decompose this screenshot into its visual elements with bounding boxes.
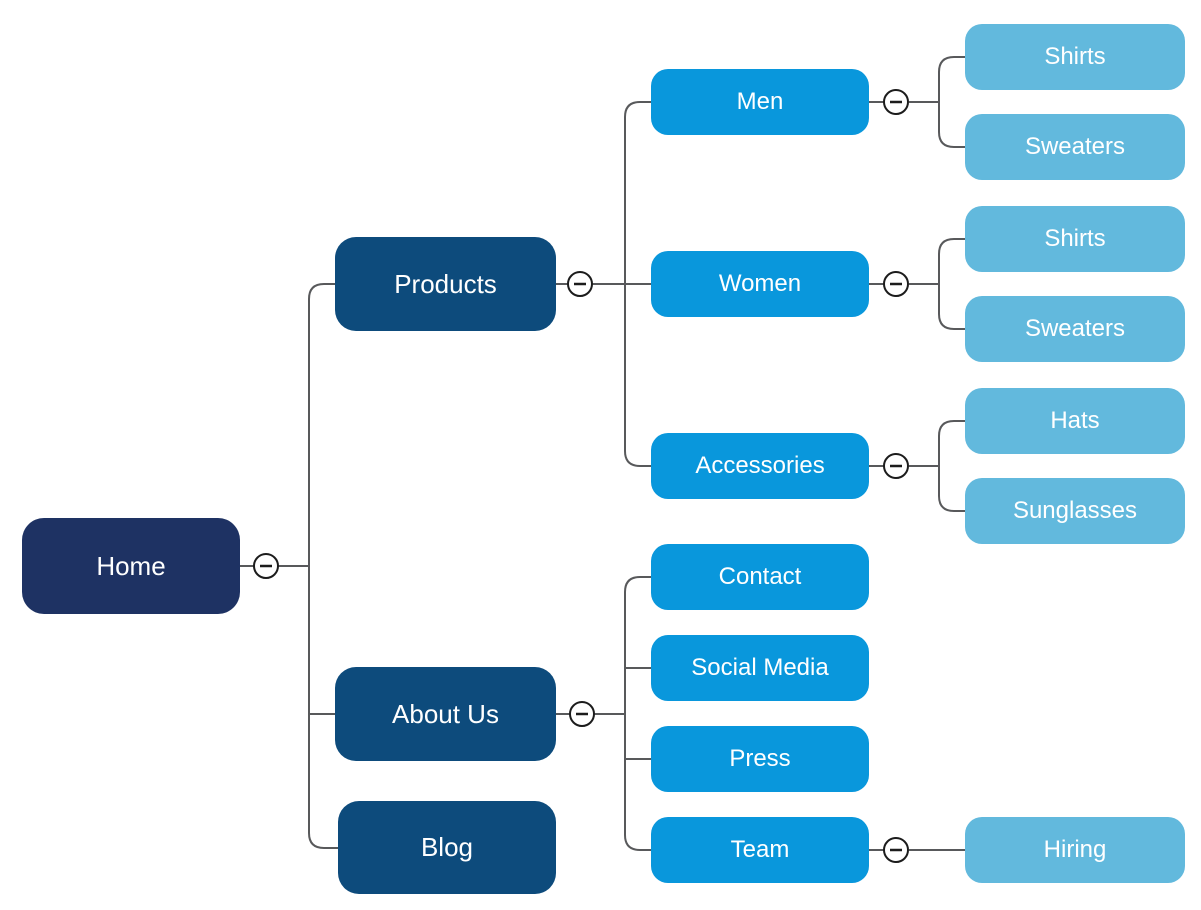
- connector-men-children: [869, 56, 965, 148]
- node-hiring-label: Hiring: [1043, 836, 1107, 863]
- node-women-sweaters[interactable]: Sweaters: [965, 296, 1185, 362]
- node-home-label: Home: [96, 550, 166, 581]
- connector-accessories-children: [869, 420, 965, 512]
- node-women-shirts[interactable]: Shirts: [965, 206, 1185, 272]
- node-team-label: Team: [730, 836, 790, 863]
- node-accessories-label: Accessories: [695, 452, 825, 479]
- node-women[interactable]: Women: [651, 251, 869, 317]
- node-hiring[interactable]: Hiring: [965, 817, 1185, 883]
- node-hats-label: Hats: [1050, 407, 1100, 434]
- collapse-toggle-products[interactable]: [567, 271, 593, 297]
- node-sunglasses[interactable]: Sunglasses: [965, 478, 1185, 544]
- node-men-label: Men: [736, 88, 784, 115]
- node-accessories[interactable]: Accessories: [651, 433, 869, 499]
- node-press[interactable]: Press: [651, 726, 869, 792]
- node-women-shirts-label: Shirts: [1044, 225, 1106, 252]
- node-hats[interactable]: Hats: [965, 388, 1185, 454]
- collapse-toggle-accessories[interactable]: [883, 453, 909, 479]
- node-men-sweaters[interactable]: Sweaters: [965, 114, 1185, 180]
- node-press-label: Press: [729, 745, 791, 772]
- collapse-toggle-team[interactable]: [883, 837, 909, 863]
- connector-home-children: [240, 283, 338, 849]
- collapse-toggle-men[interactable]: [883, 89, 909, 115]
- node-social-media[interactable]: Social Media: [651, 635, 869, 701]
- connector-women-children: [869, 238, 965, 330]
- node-men-shirts[interactable]: Shirts: [965, 24, 1185, 90]
- connector-aboutus-children: [556, 576, 651, 851]
- node-contact[interactable]: Contact: [651, 544, 869, 610]
- node-about-us[interactable]: About Us: [335, 667, 556, 761]
- collapse-toggle-aboutus[interactable]: [569, 701, 595, 727]
- node-blog[interactable]: Blog: [338, 801, 556, 894]
- node-men[interactable]: Men: [651, 69, 869, 135]
- node-men-shirts-label: Shirts: [1044, 43, 1106, 70]
- node-team[interactable]: Team: [651, 817, 869, 883]
- node-social-media-label: Social Media: [691, 654, 829, 681]
- node-products-label: Products: [394, 268, 497, 299]
- node-men-sweaters-label: Sweaters: [1024, 133, 1126, 160]
- node-sunglasses-label: Sunglasses: [1012, 497, 1138, 524]
- node-about-us-label: About Us: [392, 698, 499, 729]
- collapse-toggle-home[interactable]: [253, 553, 279, 579]
- node-women-label: Women: [718, 270, 802, 297]
- collapse-toggle-women[interactable]: [883, 271, 909, 297]
- node-home[interactable]: Home: [22, 518, 240, 614]
- connector-products-children: [556, 101, 651, 467]
- node-blog-label: Blog: [420, 832, 474, 862]
- node-contact-label: Contact: [718, 563, 802, 590]
- node-women-sweaters-label: Sweaters: [1024, 315, 1126, 342]
- node-products[interactable]: Products: [335, 237, 556, 331]
